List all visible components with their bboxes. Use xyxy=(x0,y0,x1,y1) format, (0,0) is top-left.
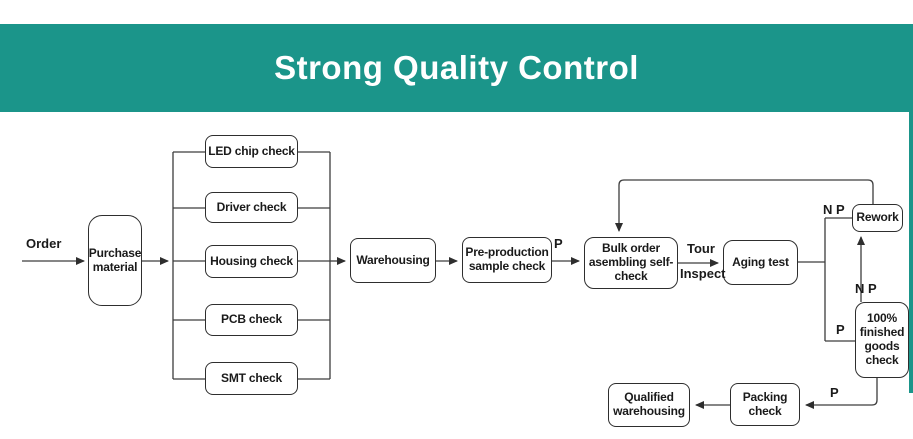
label-pass-after-sample: P xyxy=(554,236,563,251)
node-aging-test: Aging test xyxy=(723,240,798,285)
node-qualified-warehousing: Qualified warehousing xyxy=(608,383,690,427)
node-driver-check: Driver check xyxy=(205,192,298,223)
label-np-aging-to-rework: N P xyxy=(823,202,845,217)
edge-aging-junction xyxy=(798,217,855,342)
page-title: Strong Quality Control xyxy=(274,49,639,86)
node-pcb-check: PCB check xyxy=(205,304,298,336)
label-tour: Tour xyxy=(687,241,715,256)
node-purchase-material: Purchase material xyxy=(88,215,142,306)
node-housing-check: Housing check xyxy=(205,245,298,278)
node-packing-check: Packing check xyxy=(730,383,800,426)
label-inspect: Inspect xyxy=(680,266,726,281)
label-order: Order xyxy=(26,236,62,251)
edge-rework-loop-to-bulk xyxy=(615,179,874,232)
node-led-chip-check: LED chip check xyxy=(205,135,298,168)
node-smt-check: SMT check xyxy=(205,362,298,395)
node-finished-goods-check: 100% finished goods check xyxy=(855,302,909,378)
node-bulk-order-self-check: Bulk order asembling self- check xyxy=(584,237,678,289)
label-p-aging-to-finished: P xyxy=(836,322,845,337)
node-warehousing: Warehousing xyxy=(350,238,436,283)
right-edge-accent xyxy=(909,112,913,393)
title-banner: Strong Quality Control xyxy=(0,24,913,112)
node-preproduction-sample-check: Pre-production sample check xyxy=(462,237,552,283)
edge-finished-to-packing xyxy=(805,378,878,409)
label-p-finished-to-packing: P xyxy=(830,385,839,400)
label-np-finished-to-rework: N P xyxy=(855,281,877,296)
node-rework: Rework xyxy=(852,204,903,232)
